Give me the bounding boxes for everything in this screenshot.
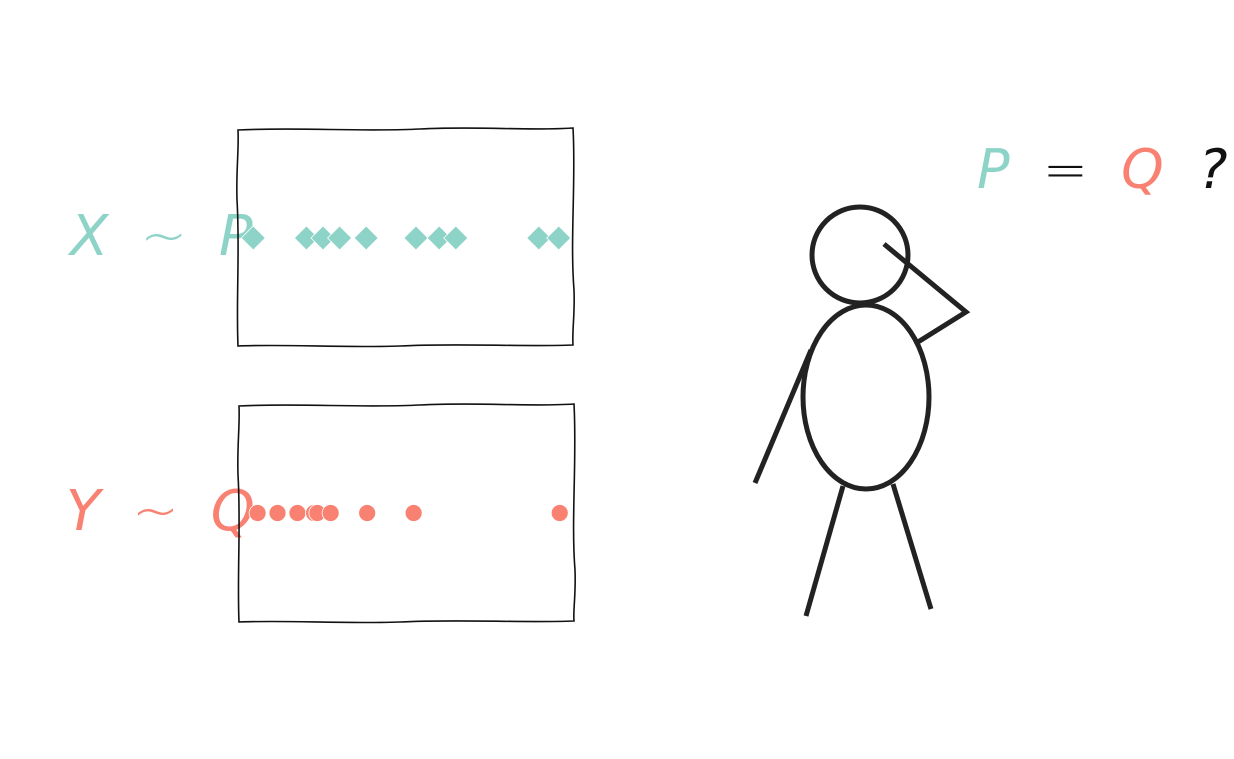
label-x-tilde: ~: [140, 204, 187, 269]
point-p-4: [353, 225, 379, 251]
question-p: P: [977, 138, 1010, 201]
point-p-2: [310, 225, 336, 251]
panel-p-frame: [236, 127, 576, 348]
label-y-variable: Y: [66, 479, 104, 544]
point-q-7: [404, 504, 423, 522]
question-equation: P = Q ?: [977, 138, 1228, 201]
point-p-8: [526, 225, 552, 251]
person-leg-right: [890, 483, 934, 610]
point-q-8: [550, 504, 569, 522]
point-q-2: [288, 504, 307, 522]
label-y-tilde: ~: [132, 479, 179, 544]
label-x-variable: X: [67, 204, 110, 269]
point-p-1: [293, 225, 319, 251]
point-q-0: [248, 504, 267, 522]
panel-q-frame: [237, 403, 577, 624]
point-p-3: [327, 225, 353, 251]
point-p-5: [403, 225, 429, 251]
points-p-series: [240, 225, 572, 251]
question-equals: =: [1043, 138, 1088, 201]
person-body: [800, 302, 932, 492]
question-q: Q: [1121, 138, 1164, 201]
point-q-5: [321, 504, 340, 522]
point-p-6: [426, 225, 452, 251]
label-y-sample: Y ~ Q: [66, 479, 255, 544]
person-arm-raised: [882, 242, 971, 345]
label-x-sample: X ~ P: [67, 204, 253, 269]
points-q-series: [248, 504, 569, 522]
person-leg-left: [803, 485, 846, 617]
point-p-7: [443, 225, 469, 251]
point-q-1: [268, 504, 287, 522]
thinking-person: [752, 204, 971, 617]
question-mark: ?: [1199, 138, 1228, 201]
point-p-9: [546, 225, 572, 251]
point-p-0: [240, 225, 266, 251]
point-q-6: [358, 504, 377, 522]
label-y-distribution: Q: [211, 479, 255, 544]
person-arm-down: [752, 349, 814, 484]
